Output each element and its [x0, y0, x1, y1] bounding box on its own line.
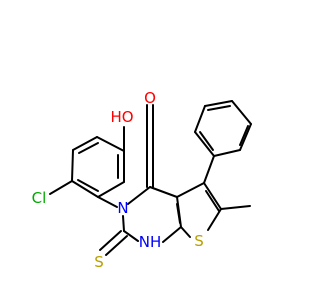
structure-canvas: HO O Cl N S NH S: [32, 89, 252, 271]
bond: [149, 186, 178, 198]
bond: [71, 149, 74, 182]
bond: [207, 105, 231, 111]
bond: [239, 125, 249, 146]
bond: [96, 136, 125, 152]
bond: [176, 203, 181, 224]
bond: [199, 131, 214, 151]
thiophene-sulfur-label: S: [194, 232, 204, 250]
bond: [162, 226, 182, 243]
bond: [194, 131, 215, 157]
chlorine-label: Cl: [32, 189, 47, 207]
bond: [97, 181, 125, 198]
bond: [99, 230, 122, 251]
bond: [203, 182, 222, 210]
bond: [123, 230, 139, 242]
bond-layer: [49, 100, 252, 256]
bond: [97, 196, 118, 208]
ring-nitrogen-label: N: [117, 199, 128, 217]
bond: [176, 182, 205, 198]
atom-label-layer: HO O Cl N S NH S: [32, 89, 204, 271]
thione-sulfur-label: S: [94, 253, 104, 271]
bond: [205, 190, 220, 212]
bond: [231, 100, 252, 125]
bond: [78, 142, 99, 154]
bond: [207, 208, 222, 231]
bond: [105, 235, 128, 256]
bond: [194, 105, 206, 133]
hydroxyl-label: HO: [110, 108, 133, 126]
bond: [203, 155, 215, 184]
carbonyl-oxygen-label: O: [144, 89, 156, 107]
nh-label: NH: [139, 233, 162, 251]
bond: [127, 186, 151, 205]
bond: [77, 179, 99, 192]
bond: [239, 123, 252, 151]
bond: [180, 226, 191, 238]
bond: [220, 205, 251, 210]
bond: [49, 180, 73, 195]
bond: [122, 215, 125, 232]
molecule-diagram: HO O Cl N S NH S: [32, 89, 252, 271]
bond: [204, 100, 233, 107]
bond: [71, 180, 99, 198]
bond: [72, 136, 98, 151]
bond: [213, 149, 241, 157]
